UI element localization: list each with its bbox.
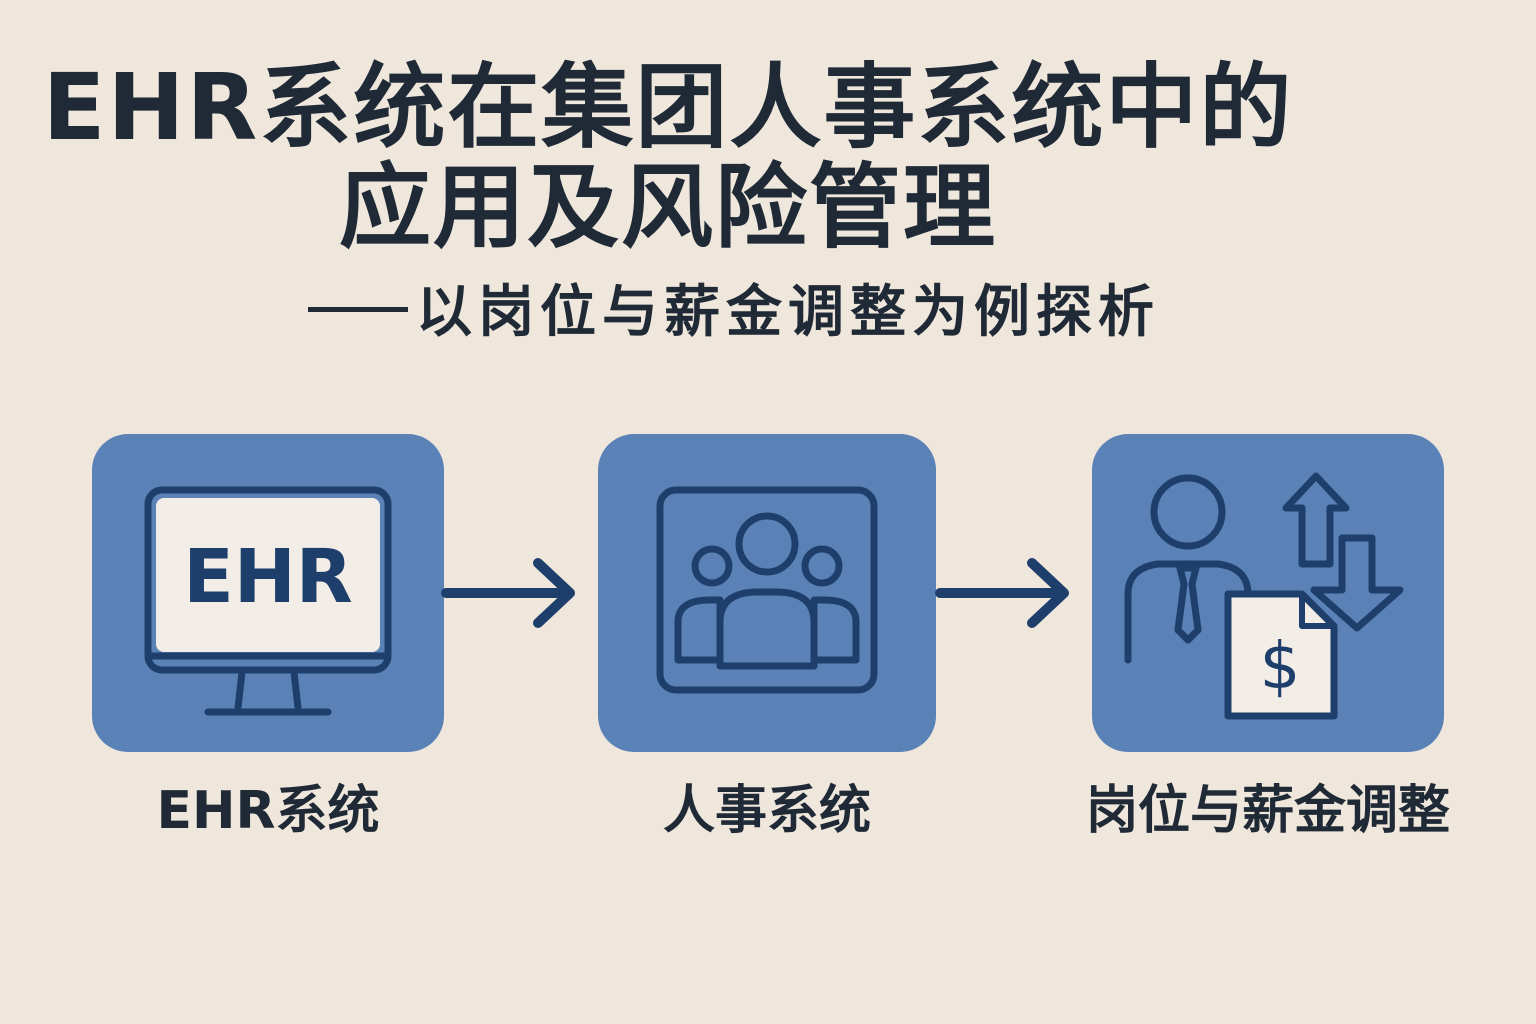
subtitle-text: 以岗位与薪金调整为例探析 — [416, 280, 1160, 345]
node-label-ehr-system: EHR系统 — [156, 781, 380, 841]
monitor-icon: EHR — [144, 486, 392, 716]
flow-arrow-2 — [935, 558, 1069, 628]
dollar-icon: $ — [1260, 630, 1301, 704]
subtitle-dash — [308, 307, 408, 313]
node-hr-system — [598, 434, 936, 752]
node-position-salary: $ — [1092, 434, 1444, 752]
node-label-position-salary: 岗位与薪金调整 — [1085, 781, 1450, 841]
title-block: EHR系统在集团人事系统中的 应用及风险管理 — [0, 58, 1536, 258]
person-salary-adjust-icon: $ — [1124, 472, 1404, 720]
people-group-icon — [656, 486, 878, 694]
subtitle: 以岗位与薪金调整为例探析 — [308, 278, 1160, 348]
node-label-hr-system: 人事系统 — [662, 781, 871, 841]
flow-arrow-1 — [441, 558, 575, 628]
node-ehr-system: EHR — [92, 434, 444, 752]
title-line-1: EHR系统在集团人事系统中的 — [42, 54, 1294, 161]
monitor-screen-text: EHR — [183, 534, 352, 620]
title-line-2: 应用及风险管理 — [338, 154, 997, 261]
